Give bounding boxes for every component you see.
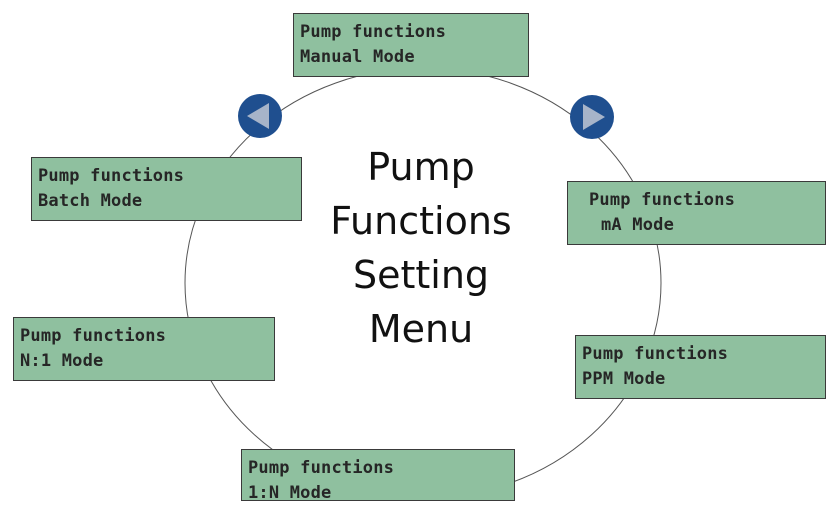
triangle-left-icon bbox=[238, 94, 282, 138]
menu-item-n1-mode[interactable]: Pump functions N:1 Mode bbox=[13, 317, 275, 381]
menu-item-line2: Manual Mode bbox=[300, 47, 415, 67]
menu-item-line2: Batch Mode bbox=[38, 191, 143, 211]
triangle-right-icon bbox=[570, 95, 614, 139]
menu-title-line: Functions bbox=[330, 199, 512, 243]
menu-item-line2: mA Mode bbox=[601, 215, 675, 235]
menu-item-manual-mode[interactable]: Pump functions Manual Mode bbox=[293, 13, 529, 77]
menu-item-line2: 1:N Mode bbox=[248, 483, 332, 503]
menu-item-line1: Pump functions bbox=[582, 344, 729, 364]
menu-item-line2: PPM Mode bbox=[582, 369, 666, 389]
menu-title: Pump Functions Setting Menu bbox=[296, 140, 546, 356]
menu-item-line2: N:1 Mode bbox=[20, 351, 104, 371]
menu-item-line1: Pump functions bbox=[589, 190, 736, 210]
next-button[interactable] bbox=[569, 94, 615, 140]
menu-title-line: Setting bbox=[352, 253, 490, 297]
previous-button[interactable] bbox=[237, 93, 283, 139]
menu-title-line: Menu bbox=[368, 307, 474, 351]
menu-item-line1: Pump functions bbox=[300, 22, 447, 42]
menu-item-batch-mode[interactable]: Pump functions Batch Mode bbox=[31, 157, 302, 221]
menu-item-ma-mode[interactable]: Pump functions mA Mode bbox=[567, 181, 826, 245]
menu-item-line1: Pump functions bbox=[38, 166, 185, 186]
menu-item-1n-mode[interactable]: Pump functions 1:N Mode bbox=[241, 449, 515, 503]
menu-item-line1: Pump functions bbox=[248, 458, 395, 478]
menu-item-ppm-mode[interactable]: Pump functions PPM Mode bbox=[575, 335, 826, 399]
menu-item-line1: Pump functions bbox=[20, 326, 167, 346]
menu-title-line: Pump bbox=[367, 145, 475, 189]
